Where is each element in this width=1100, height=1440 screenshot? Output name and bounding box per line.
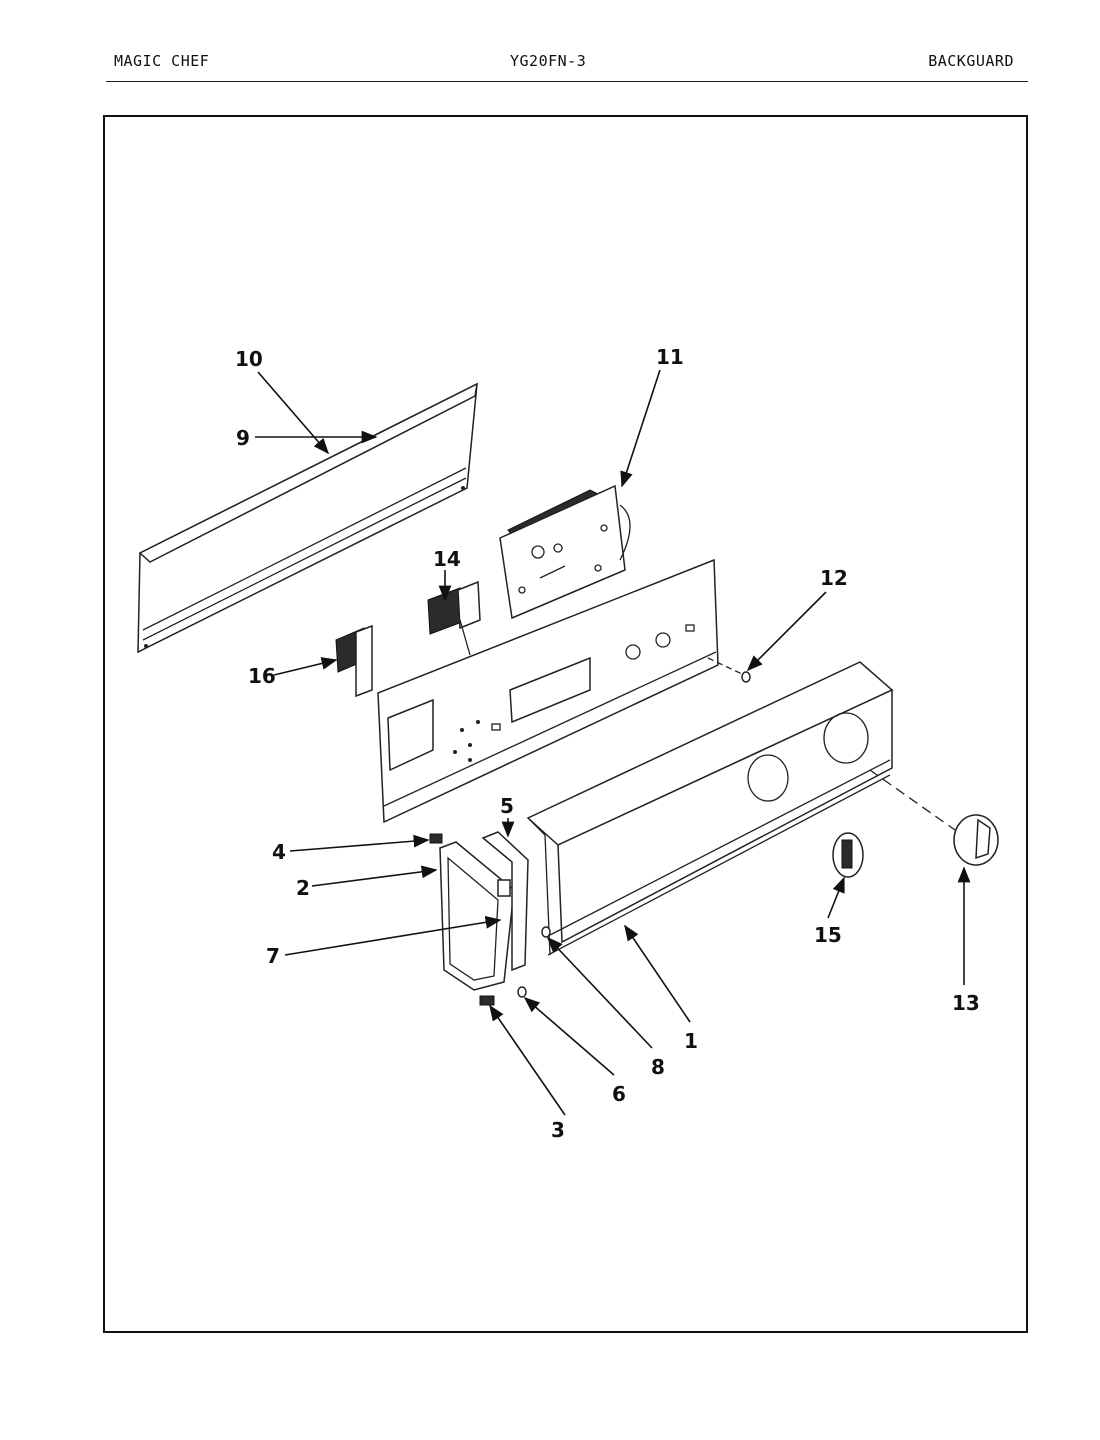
leader-16	[273, 657, 338, 676]
diagram-frame	[103, 115, 1028, 1333]
callout-11: 11	[656, 345, 684, 369]
leader-4	[289, 834, 430, 852]
control-panel-part-9	[377, 558, 719, 824]
callout-16: 16	[248, 664, 276, 688]
callout-13: 13	[952, 991, 980, 1015]
callout-5: 5	[500, 794, 514, 818]
callout-14: 14	[433, 547, 461, 571]
terminal-block-part-16	[335, 624, 373, 698]
leader-8	[546, 936, 653, 1049]
brand-label: MAGIC CHEF	[114, 52, 210, 70]
leader-7	[284, 915, 502, 956]
end-trim-part-2	[439, 841, 515, 991]
callout-12: 12	[820, 566, 848, 590]
switch-part-14	[427, 580, 481, 656]
clip-part-7	[497, 879, 511, 897]
leader-11	[620, 369, 661, 488]
clip-part-3	[479, 995, 495, 1006]
screw-part-6	[517, 986, 527, 998]
callout-8: 8	[651, 1055, 665, 1079]
leader-1	[624, 924, 691, 1023]
callout-7: 7	[266, 944, 280, 968]
header-rule	[106, 81, 1028, 82]
rear-panel-part-10	[137, 382, 478, 654]
section-title: BACKGUARD	[928, 52, 1014, 70]
backguard-front-part-1	[526, 661, 894, 956]
knob-part-13	[953, 814, 999, 866]
screw-part-8	[541, 926, 551, 938]
clip-part-4	[429, 833, 443, 844]
leader-15	[827, 876, 845, 919]
leader-10	[257, 371, 330, 455]
vertical-trim-part-5	[481, 831, 529, 972]
callout-9: 9	[236, 426, 250, 450]
callout-3: 3	[551, 1118, 565, 1142]
callout-15: 15	[814, 923, 842, 947]
knob-part-15	[832, 832, 864, 878]
leader-2	[311, 865, 438, 887]
model-number: YG20FN-3	[510, 52, 587, 70]
callout-4: 4	[272, 840, 286, 864]
callout-10: 10	[235, 347, 263, 371]
leader-6	[523, 996, 615, 1076]
callout-6: 6	[612, 1082, 626, 1106]
leader-3	[489, 1004, 566, 1116]
callout-1: 1	[684, 1029, 698, 1053]
leader-12	[746, 591, 827, 672]
page-header: MAGIC CHEF YG20FN-3 BACKGUARD	[112, 50, 1016, 76]
control-board-part-11	[499, 484, 631, 620]
screw-part-12	[741, 671, 751, 683]
callout-2: 2	[296, 876, 310, 900]
